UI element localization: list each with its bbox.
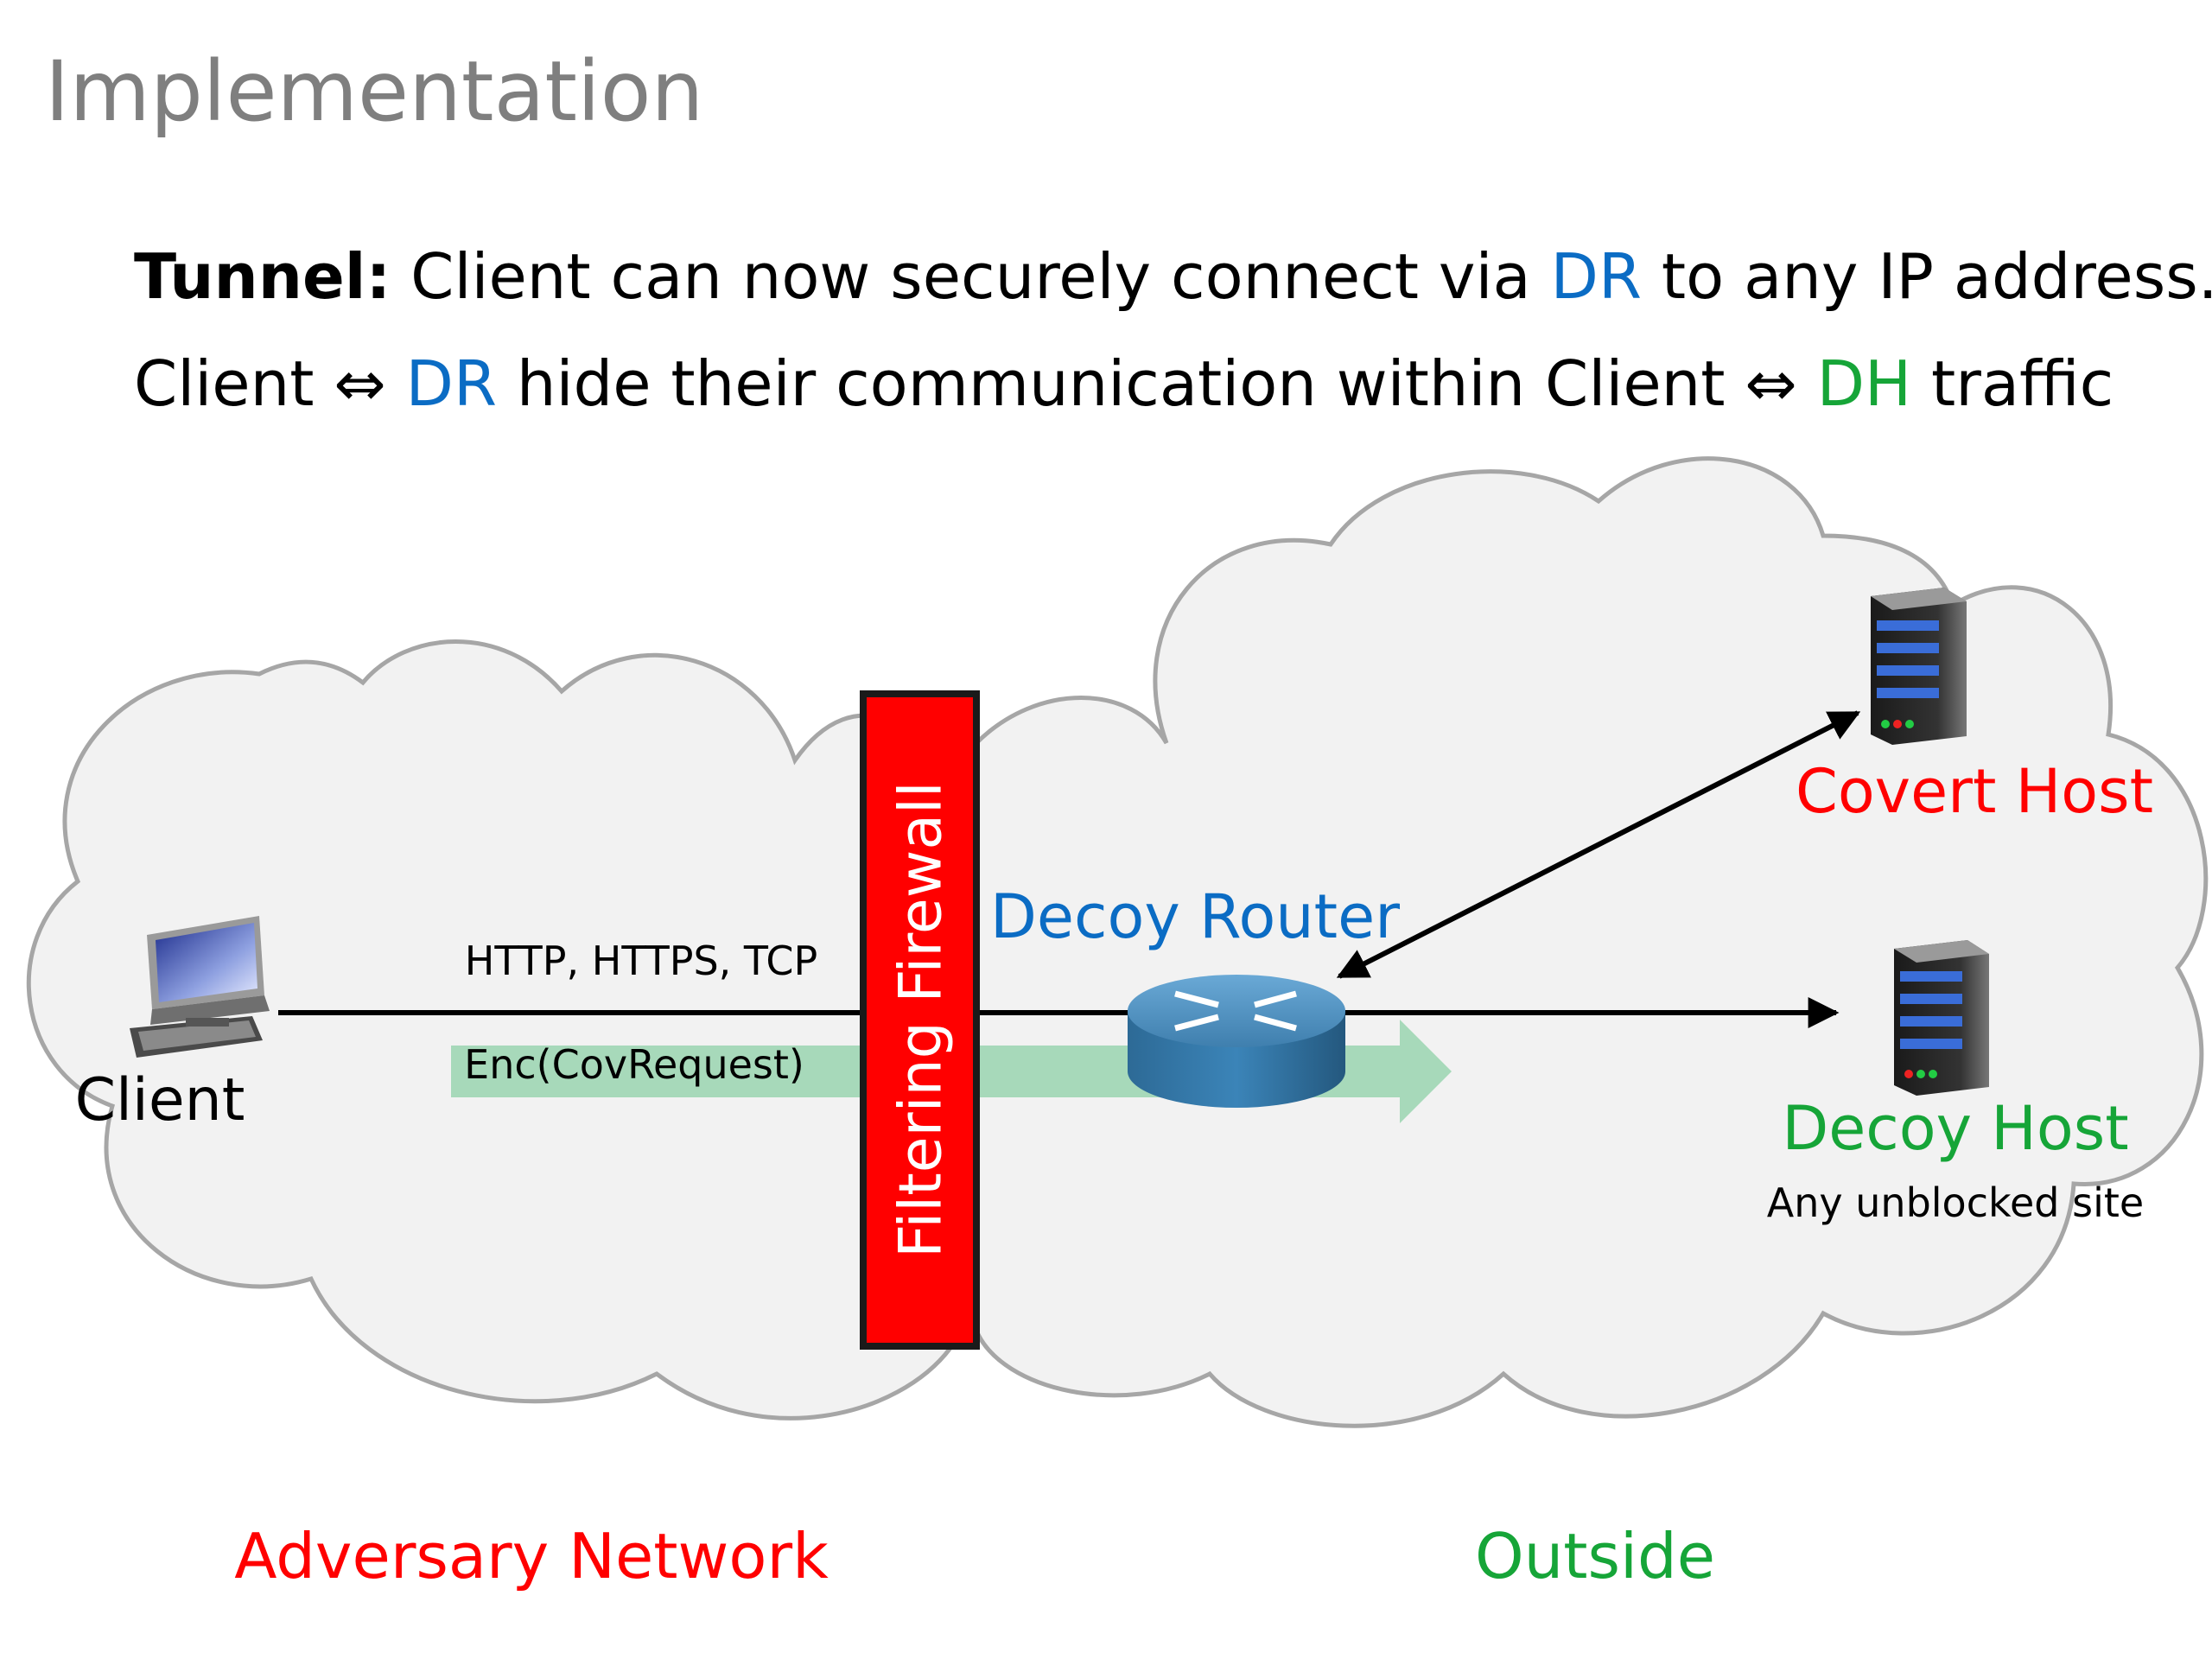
decoy-host-sublabel: Any unblocked site [1767,1179,2144,1226]
tunnel-text-a: Client can now securely connect via [391,240,1551,313]
firewall-label: Filtering Firewall [887,781,956,1258]
hide-arrow-b: ⇔ [1745,347,1797,420]
outside-label: Outside [1475,1520,1715,1592]
hide-text-mid: hide their communication within Client [497,347,1745,420]
tunnel-dr: DR [1550,240,1643,313]
client-label: Client [75,1066,245,1135]
adversary-cloud [27,639,953,1421]
tunnel-label: Tunnel: [134,240,391,313]
hide-client-a: Client [134,347,334,420]
tunnel-line: Tunnel: Client can now securely connect … [134,240,2212,313]
filtering-firewall: Filtering Firewall [860,690,980,1350]
router-covert-link [1336,710,1861,979]
decoy-host-label: Decoy Host [1782,1093,2128,1164]
tunnel-text-b: to any IP address. [1642,240,2212,313]
decoy-host-server-icon [1894,940,1989,1096]
hide-line: Client ⇔ DR hide their communication wit… [134,347,2113,420]
hide-dr: DR [385,347,498,420]
desktop-computer-icon [130,916,270,1058]
router-icon [1128,975,1345,1108]
decoy-router-label: Decoy Router [990,881,1400,952]
hide-text-end: traffic [1911,347,2114,420]
protocols-label: HTTP, HTTPS, TCP [465,938,817,984]
hide-arrow-a: ⇔ [334,347,386,420]
slide-title: Implementation [45,43,704,140]
covert-host-label: Covert Host [1796,756,2153,827]
enc-request-label: Enc(CovRequest) [464,1041,804,1088]
adversary-network-label: Adversary Network [234,1520,829,1592]
covert-host-server-icon [1871,588,1967,745]
hide-dh: DH [1796,347,1912,420]
